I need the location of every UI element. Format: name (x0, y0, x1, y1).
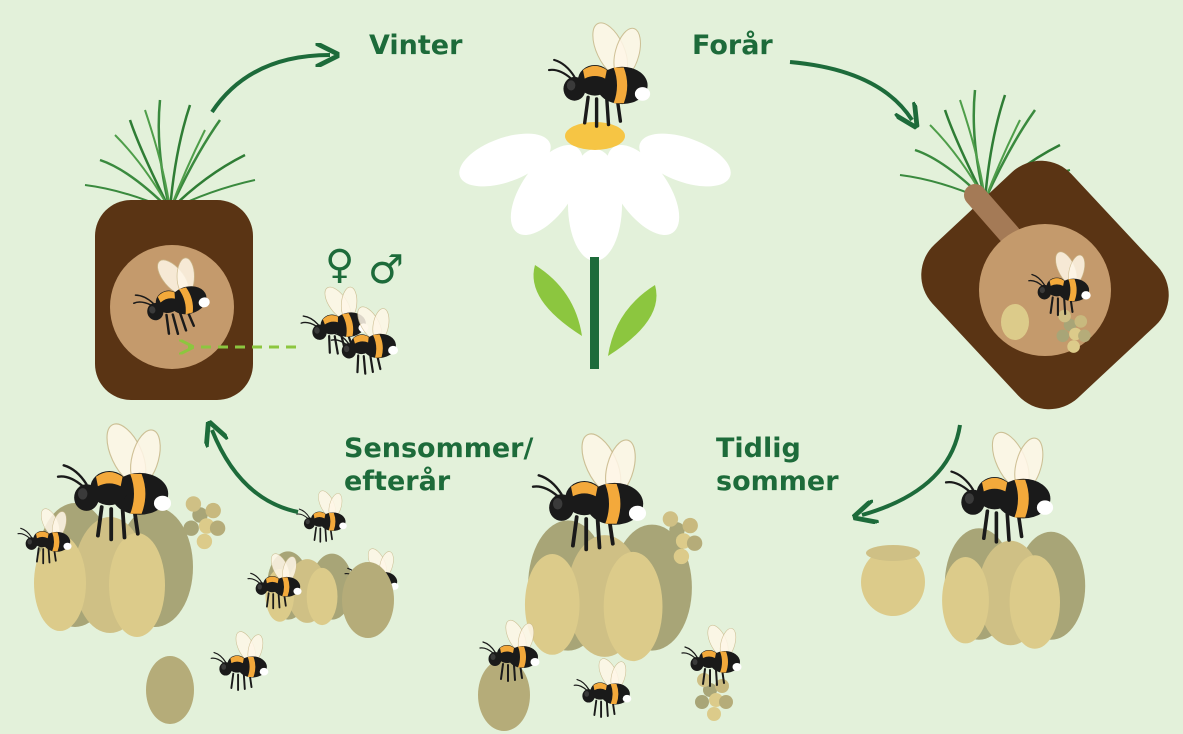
honey-pot-icon (1001, 304, 1029, 340)
late-summer-colony (18, 418, 399, 724)
pollen-icon (695, 673, 733, 721)
early-summer-nest (861, 427, 1085, 649)
label-early-summer: Tidlig sommer (716, 432, 839, 498)
brood-cell-icon (942, 528, 1085, 649)
cycle-arrow (790, 62, 912, 120)
spring-nest (900, 90, 1183, 427)
label-spring: Forår (692, 29, 773, 62)
female-symbol-icon: ♀ (325, 245, 354, 285)
cycle-arrow (862, 425, 960, 515)
worker-bee-icon (574, 656, 631, 717)
label-late-summer-line1: Sensommer/ (344, 432, 533, 465)
brood-cell-icon (478, 659, 530, 731)
worker-bee-icon (211, 629, 268, 690)
label-early-summer-line1: Tidlig (716, 432, 839, 465)
flower-icon (452, 122, 737, 369)
label-late-summer-line2: efterår (344, 465, 533, 498)
worker-bee-icon (682, 622, 742, 686)
queen-bee-icon (946, 427, 1053, 542)
brood-cell-icon (146, 656, 194, 724)
winter-nest (85, 100, 255, 400)
cycle-arrow (212, 55, 330, 112)
label-winter: Vinter (369, 29, 462, 62)
queen-bee-icon (549, 18, 650, 126)
worker-bee-icon (297, 488, 347, 542)
male-symbol-icon: ♂ (368, 250, 404, 290)
label-late-summer: Sensommer/ efterår (344, 432, 533, 498)
label-early-summer-line2: sommer (716, 465, 839, 498)
cycle-arrow (212, 430, 298, 512)
pollen-icon (184, 496, 226, 549)
grass-icon (85, 100, 255, 210)
mating-bees (295, 278, 400, 376)
